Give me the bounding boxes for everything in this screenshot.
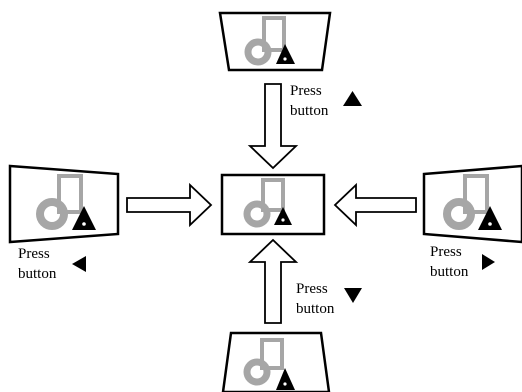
top-screen xyxy=(218,11,332,72)
top-label: Press button xyxy=(290,83,362,119)
left-button-text: button xyxy=(18,266,57,282)
bottom-press-text: Press xyxy=(296,281,328,297)
top-button-text: button xyxy=(290,103,329,119)
right-press-text: Press xyxy=(430,244,462,260)
bottom-screen-symbol xyxy=(243,338,295,390)
center-screen-symbol xyxy=(243,178,292,228)
top-press-text: Press xyxy=(290,83,322,99)
bottom-button-text: button xyxy=(296,301,335,317)
right-screen-symbol xyxy=(443,174,502,230)
bottom-label: Press button xyxy=(296,281,362,317)
down-triangle-icon xyxy=(344,288,362,303)
arrow-bottom-to-center xyxy=(247,238,299,324)
left-screen-symbol xyxy=(36,174,96,230)
bottom-screen xyxy=(221,331,331,392)
top-screen-symbol xyxy=(244,16,295,66)
left-screen xyxy=(8,164,120,244)
right-button-text: button xyxy=(430,264,469,280)
right-label: Press button xyxy=(430,244,495,280)
left-triangle-icon xyxy=(72,256,86,272)
left-press-text: Press xyxy=(18,246,50,262)
up-triangle-icon xyxy=(343,91,362,106)
right-triangle-icon xyxy=(482,254,495,270)
right-screen xyxy=(422,164,522,244)
arrow-left-to-center xyxy=(126,182,213,228)
arrow-top-to-center xyxy=(247,83,299,170)
left-label: Press button xyxy=(18,246,86,282)
center-screen xyxy=(220,173,326,236)
arrow-right-to-center xyxy=(333,182,417,228)
